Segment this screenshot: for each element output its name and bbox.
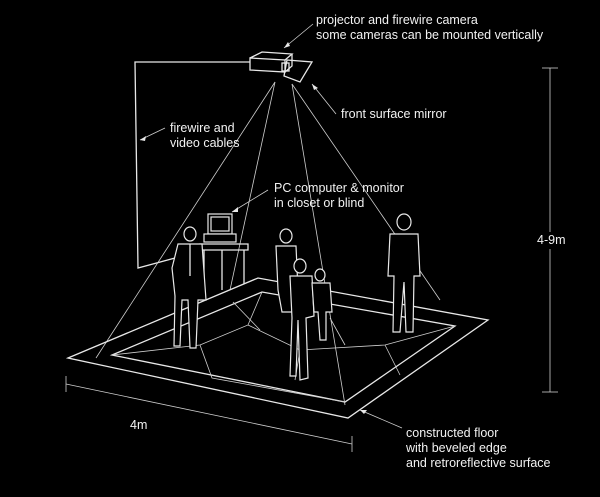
pc-label-line2: in closet or blind xyxy=(274,196,365,210)
floor-label-line3: and retroreflective surface xyxy=(406,456,551,470)
person-left-icon xyxy=(171,226,207,349)
pc-label-line1: PC computer & monitor xyxy=(274,181,404,195)
projector-label-line1: projector and firewire camera xyxy=(316,13,478,27)
leader-lines xyxy=(139,23,403,429)
mirror-icon xyxy=(283,59,314,83)
cables-label-line2: video cables xyxy=(170,136,240,150)
cable-wall-outline xyxy=(134,61,250,269)
floor-outer-edge xyxy=(65,277,490,419)
person-right-icon xyxy=(387,213,421,333)
pc-computer-icon xyxy=(199,213,249,290)
person-center-front-icon xyxy=(289,258,315,381)
projector-label-line2: some cameras can be mounted vertically xyxy=(316,28,544,42)
person-child-icon xyxy=(311,268,333,341)
projection-cone xyxy=(95,81,441,406)
width-dimension-label: 4m xyxy=(130,418,148,432)
cables-label-line1: firewire and xyxy=(170,121,235,135)
height-dimension-label: 4-9m xyxy=(537,232,566,249)
mirror-label: front surface mirror xyxy=(341,107,447,121)
floor-label-line1: constructed floor xyxy=(406,426,499,440)
height-dimension xyxy=(542,67,558,393)
floor-label-line2: with beveled edge xyxy=(406,441,507,455)
width-dimension xyxy=(65,376,353,452)
